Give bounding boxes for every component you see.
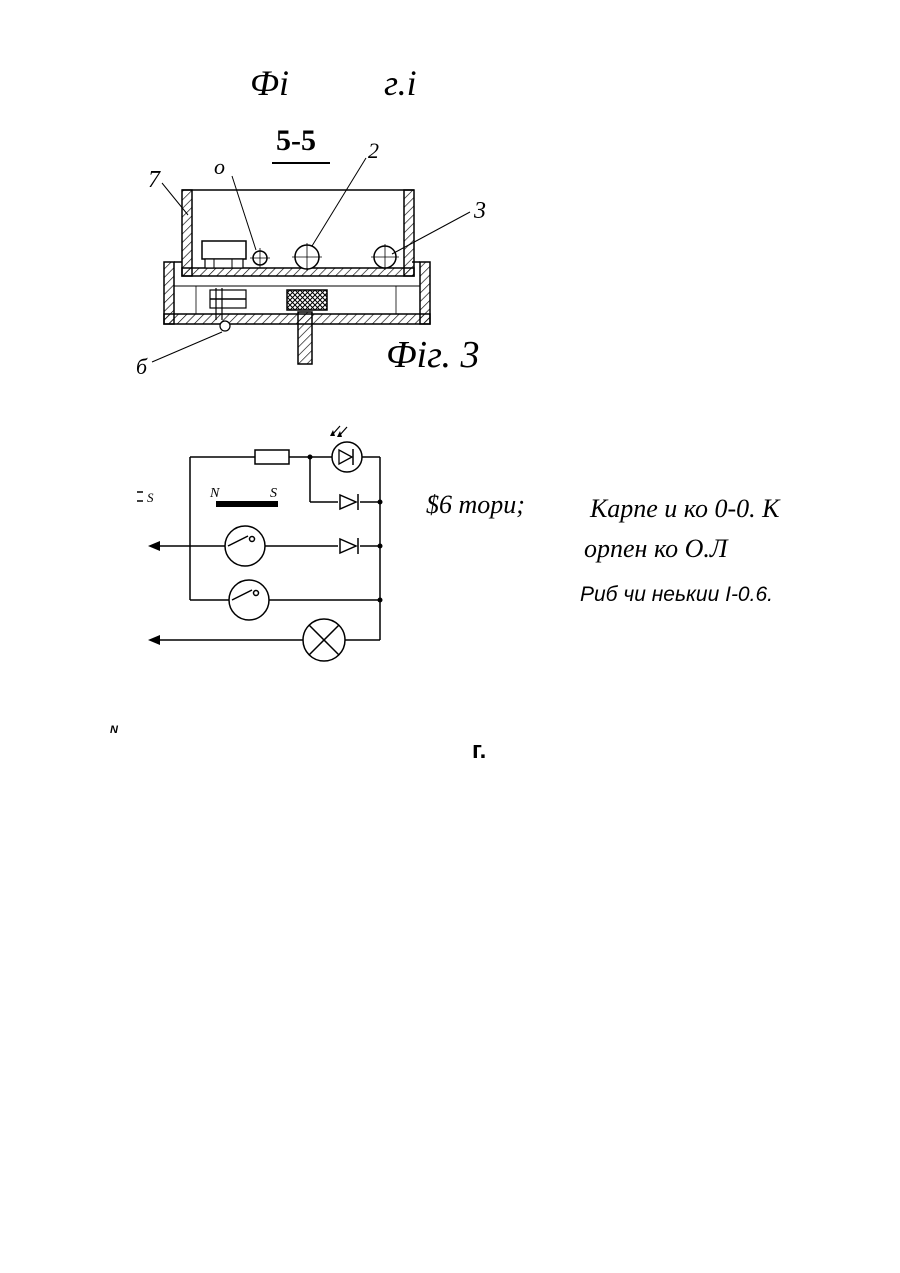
- diode-lower: [340, 538, 358, 554]
- lamp: [303, 619, 345, 661]
- callout-3: 3: [473, 198, 486, 224]
- callout-o: о: [214, 154, 225, 179]
- output-arrow-lower: [148, 635, 160, 645]
- reed-switch-upper: [225, 526, 265, 566]
- indicator-hole-medium: [292, 243, 322, 271]
- callout-7: 7: [148, 167, 161, 193]
- output-arrow-upper: [148, 541, 160, 551]
- junction-dots: [308, 455, 383, 603]
- callout-2: 2: [368, 138, 379, 163]
- legend-line-3: Риб чи неькии І-0.6.: [580, 583, 773, 607]
- indicator-hole-right: [371, 244, 399, 270]
- magnet-bar: [216, 501, 278, 507]
- legend-line-1: Карпе и ко 0-0. К: [590, 494, 779, 524]
- legend-line-2: орпен ко О.Л: [584, 534, 728, 564]
- magnet-block: [287, 290, 327, 310]
- diode-upper: [340, 494, 358, 510]
- side-label-s: S: [147, 490, 154, 505]
- callout-b: б: [136, 354, 148, 379]
- circuit-schematic: N S S: [0, 400, 560, 680]
- mounting-stem: [298, 312, 312, 364]
- fig3-caption: Фіг. 3: [386, 333, 479, 377]
- legend-batteries: $6 тори;: [426, 490, 525, 520]
- resistor: [255, 450, 289, 464]
- magnet-label-n: N: [209, 486, 220, 501]
- footnote-n: N: [110, 724, 118, 736]
- magnet-label-s: S: [270, 486, 277, 501]
- relay-block: [202, 241, 246, 268]
- led-indicator: [330, 426, 362, 472]
- side-marker: S: [137, 490, 154, 505]
- indicator-hole-small: [250, 248, 270, 268]
- footnote-g: г.: [472, 737, 486, 765]
- reed-switch-lower: [229, 580, 269, 620]
